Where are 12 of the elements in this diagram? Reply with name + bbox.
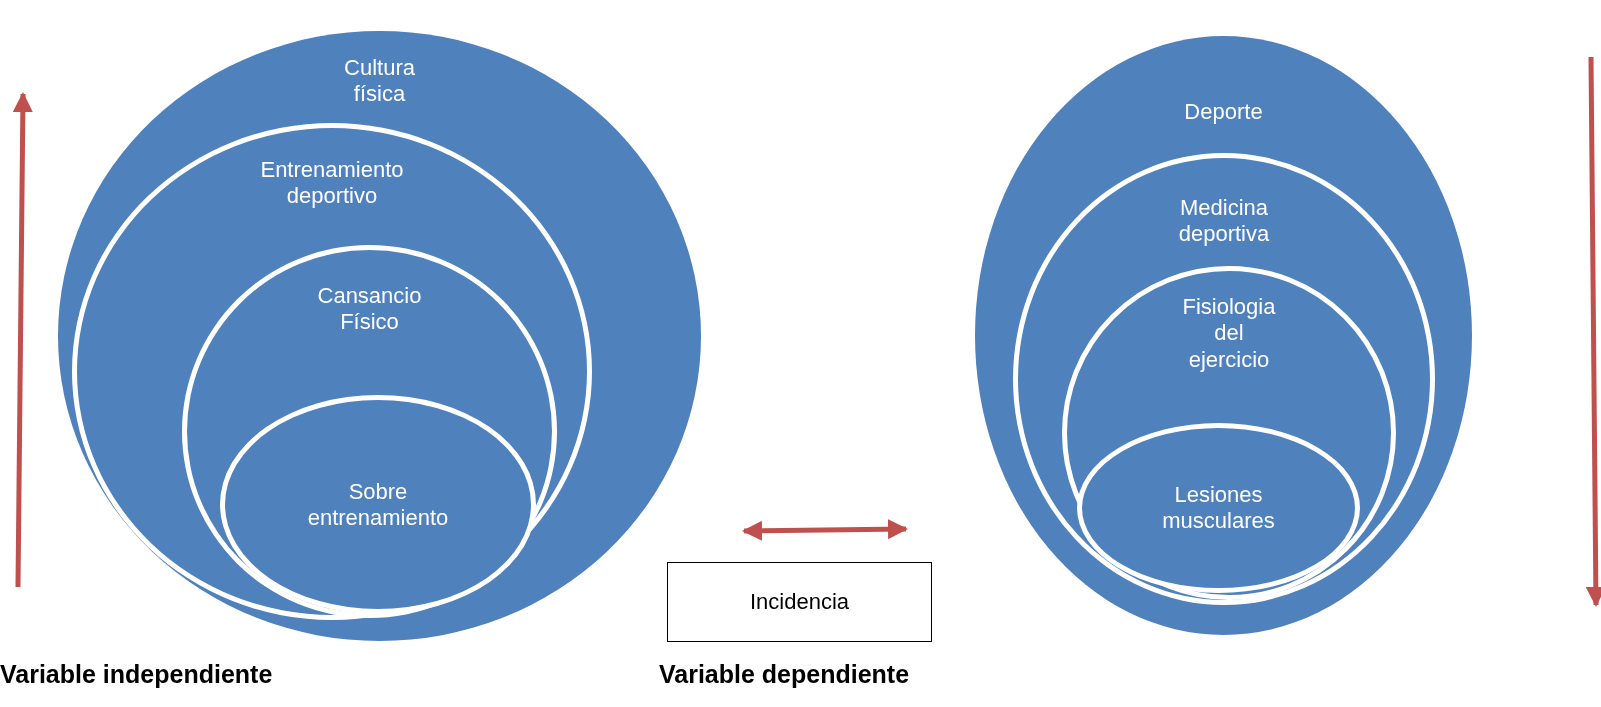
node-label: Lesiones musculares [1161,481,1276,535]
node-label: Sobre entrenamiento [306,478,450,531]
node-label: Deporte [1183,99,1264,126]
node-label: Medicina deportiva [1177,195,1271,248]
text-box [667,562,932,642]
node-label: Cansancio Físico [316,283,423,336]
node-label: Cultura física [343,55,416,108]
node-label: Entrenamiento deportivo [259,157,405,210]
axis-caption: Variable independiente [0,660,273,689]
node-label: Fisiologia del ejercicio [1181,294,1277,374]
node-label: Incidencia [748,588,851,616]
axis-caption: Variable dependiente [659,660,910,689]
